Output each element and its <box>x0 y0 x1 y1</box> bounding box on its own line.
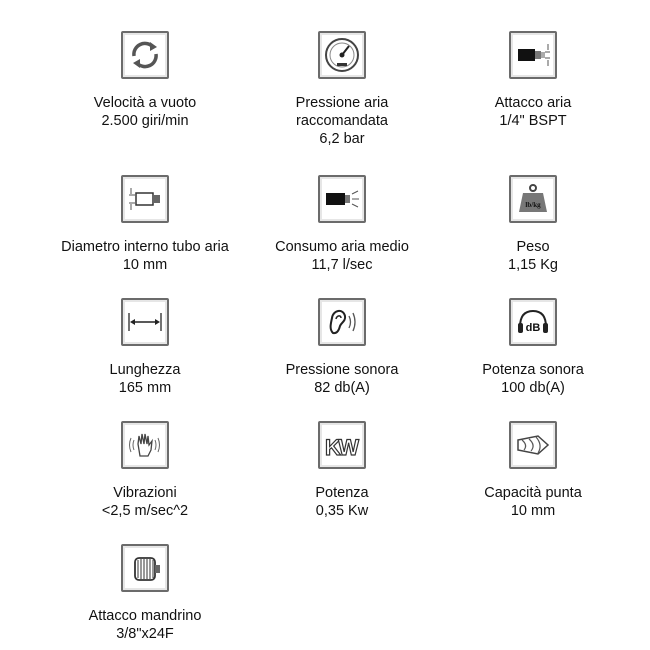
spec-label-line2: raccomandata <box>296 113 388 129</box>
spec-air-inlet: Attacco aria 1/4" BSPT <box>433 31 633 130</box>
air-consumption-icon <box>318 175 366 223</box>
kw-icon-text: KW <box>325 435 359 460</box>
spec-value: 100 db(A) <box>501 380 565 396</box>
spec-value: 0,35 Kw <box>315 503 369 519</box>
spec-label: Pressione sonora <box>285 362 399 378</box>
spec-label: Vibrazioni <box>113 485 177 501</box>
spec-sound-power: dB Potenza sonora 100 db(A) <box>433 298 633 397</box>
spec-value: <2,5 m/sec^2 <box>101 503 189 519</box>
hose-diameter-icon <box>121 175 169 223</box>
headphones-db-icon: dB <box>509 298 557 346</box>
rotation-arrows-icon <box>121 31 169 79</box>
weight-icon-text: lb/kg <box>525 201 541 209</box>
spec-air-consumption: Consumo aria medio 11,7 l/sec <box>242 175 442 274</box>
drill-chuck-icon <box>121 544 169 592</box>
spec-value: 82 db(A) <box>314 380 370 396</box>
spec-power: KW Potenza 0,35 Kw <box>242 421 442 520</box>
spec-drill-capacity: Capacità punta 10 mm <box>433 421 633 520</box>
spec-label: Potenza <box>315 485 369 501</box>
vibrating-hand-icon <box>121 421 169 469</box>
spec-hose-inner-diameter: Diametro interno tubo aria 10 mm <box>45 175 245 274</box>
spec-label: Diametro interno tubo aria <box>61 239 229 255</box>
spec-value: 3/8"x24F <box>116 626 174 642</box>
spec-length: Lunghezza 165 mm <box>45 298 245 397</box>
pressure-gauge-icon <box>318 31 366 79</box>
spec-value: 10 mm <box>510 503 556 519</box>
weight-icon: lb/kg <box>509 175 557 223</box>
length-arrow-icon <box>121 298 169 346</box>
spec-vibration: Vibrazioni <2,5 m/sec^2 <box>45 421 245 520</box>
ear-sound-icon <box>318 298 366 346</box>
spec-value: 6,2 bar <box>319 131 365 147</box>
spec-label: Velocità a vuoto <box>93 95 197 111</box>
spec-label: Potenza sonora <box>482 362 584 378</box>
spec-label: Capacità punta <box>484 485 582 501</box>
air-inlet-fitting-icon <box>509 31 557 79</box>
spec-value: 2.500 giri/min <box>101 113 189 129</box>
kw-icon: KW <box>318 421 366 469</box>
spec-label: Pressione aria <box>295 95 389 111</box>
spec-label: Lunghezza <box>109 362 181 378</box>
spec-chuck-thread: Attacco mandrino 3/8"x24F <box>45 544 245 643</box>
spec-value: 165 mm <box>118 380 172 396</box>
spec-value: 1/4" BSPT <box>499 113 567 129</box>
spec-label: Consumo aria medio <box>275 239 409 255</box>
spec-air-pressure: Pressione aria raccomandata 6,2 bar <box>242 31 442 148</box>
spec-label: Attacco mandrino <box>88 608 202 624</box>
spec-value: 10 mm <box>122 257 168 273</box>
spec-value: 1,15 Kg <box>508 257 558 273</box>
spec-label: Attacco aria <box>494 95 572 111</box>
spec-value: 11,7 l/sec <box>311 257 373 273</box>
spec-label: Peso <box>516 239 550 255</box>
drill-bit-icon <box>509 421 557 469</box>
spec-sound-pressure: Pressione sonora 82 db(A) <box>242 298 442 397</box>
spec-weight: lb/kg Peso 1,15 Kg <box>433 175 633 274</box>
db-icon-text: dB <box>526 322 541 334</box>
spec-no-load-speed: Velocità a vuoto 2.500 giri/min <box>45 31 245 130</box>
